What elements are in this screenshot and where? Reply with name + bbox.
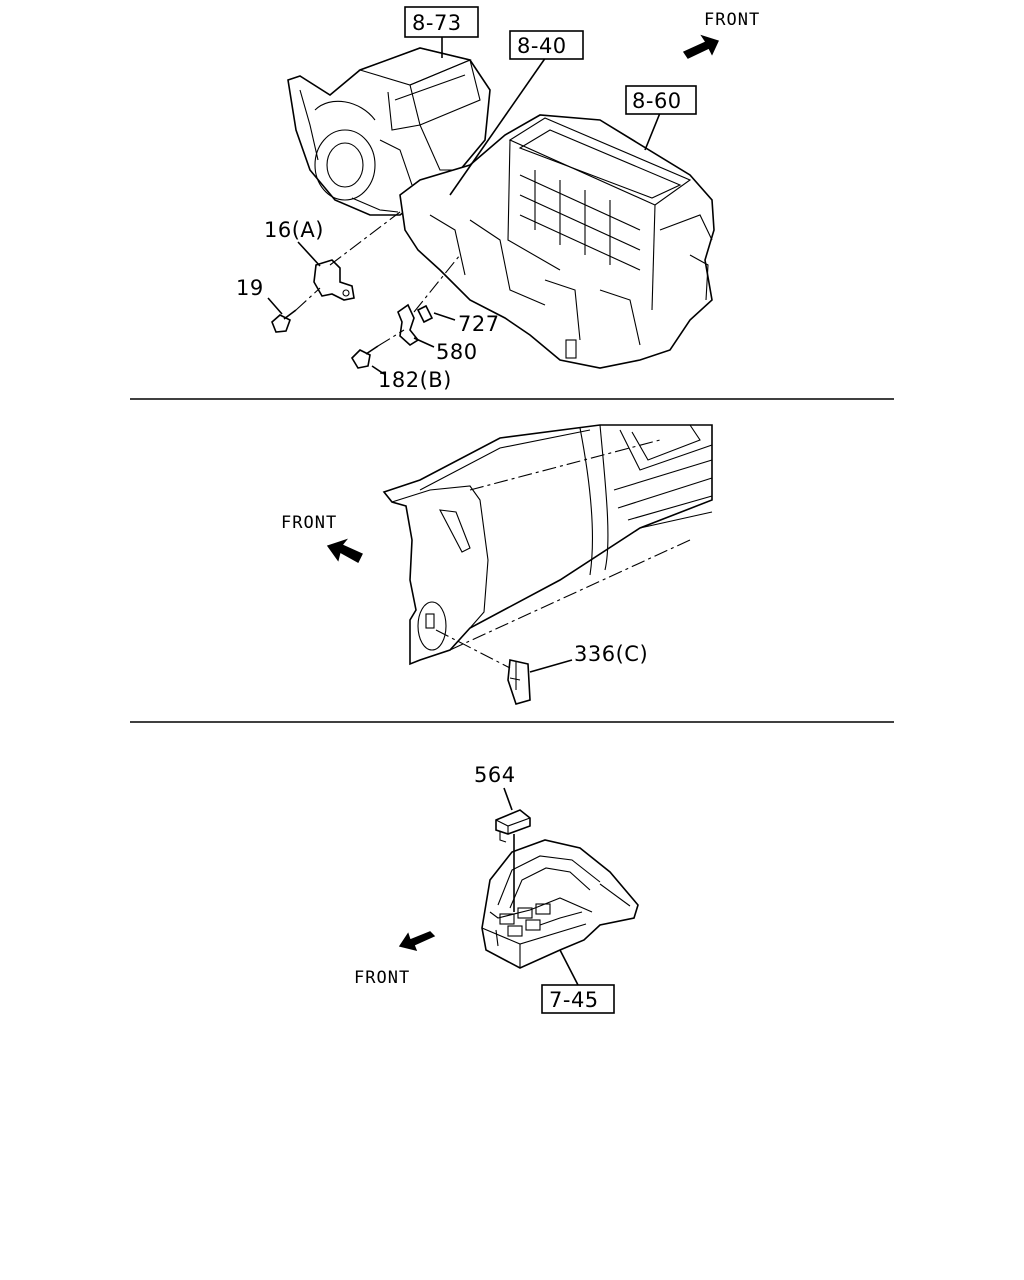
top-section: FRONT 8-73 8-40 8-60 16(A) 19 727 580 18… bbox=[236, 6, 760, 392]
front-arrow-icon bbox=[682, 34, 719, 59]
callout-336c: 336(C) bbox=[574, 642, 648, 666]
bottom-section: FRONT 7-45 564 bbox=[354, 763, 639, 1014]
callout-564: 564 bbox=[474, 763, 516, 787]
ref-box-8-40 bbox=[509, 30, 584, 60]
middle-section: FRONT 336(C) bbox=[281, 424, 713, 705]
ref-box-7-45 bbox=[541, 984, 615, 1014]
ref-label-8-60: 8-60 bbox=[632, 89, 682, 113]
front-label-middle: FRONT bbox=[281, 513, 337, 533]
front-label-bottom: FRONT bbox=[354, 968, 410, 988]
console-drawing bbox=[481, 839, 639, 969]
top-leader-lines bbox=[267, 37, 661, 375]
leader-7-45 bbox=[559, 949, 579, 986]
leader-336c bbox=[529, 659, 573, 673]
instrument-panel-drawing bbox=[382, 424, 713, 666]
actuator-part-16a bbox=[313, 211, 401, 301]
callout-182b: 182(B) bbox=[378, 368, 452, 392]
front-arrow-icon-bottom bbox=[398, 931, 436, 952]
ref-label-8-40: 8-40 bbox=[517, 34, 567, 58]
blower-unit-drawing bbox=[287, 47, 491, 216]
ref-label-8-73: 8-73 bbox=[412, 11, 462, 35]
bracket-part-580 bbox=[350, 254, 461, 369]
heater-unit-drawing bbox=[399, 114, 715, 369]
bracket-part-336c bbox=[435, 629, 531, 705]
ref-box-8-60 bbox=[625, 85, 697, 115]
screw-part-19 bbox=[271, 287, 321, 333]
callout-727: 727 bbox=[458, 312, 500, 336]
front-arrow-icon-middle bbox=[326, 538, 363, 563]
callout-16a: 16(A) bbox=[264, 218, 324, 242]
switch-part-564 bbox=[495, 787, 531, 912]
front-label-top: FRONT bbox=[704, 10, 760, 30]
callout-19: 19 bbox=[236, 276, 264, 300]
callout-580: 580 bbox=[436, 340, 478, 364]
ref-box-8-73 bbox=[404, 6, 479, 38]
ref-label-7-45: 7-45 bbox=[549, 988, 599, 1012]
